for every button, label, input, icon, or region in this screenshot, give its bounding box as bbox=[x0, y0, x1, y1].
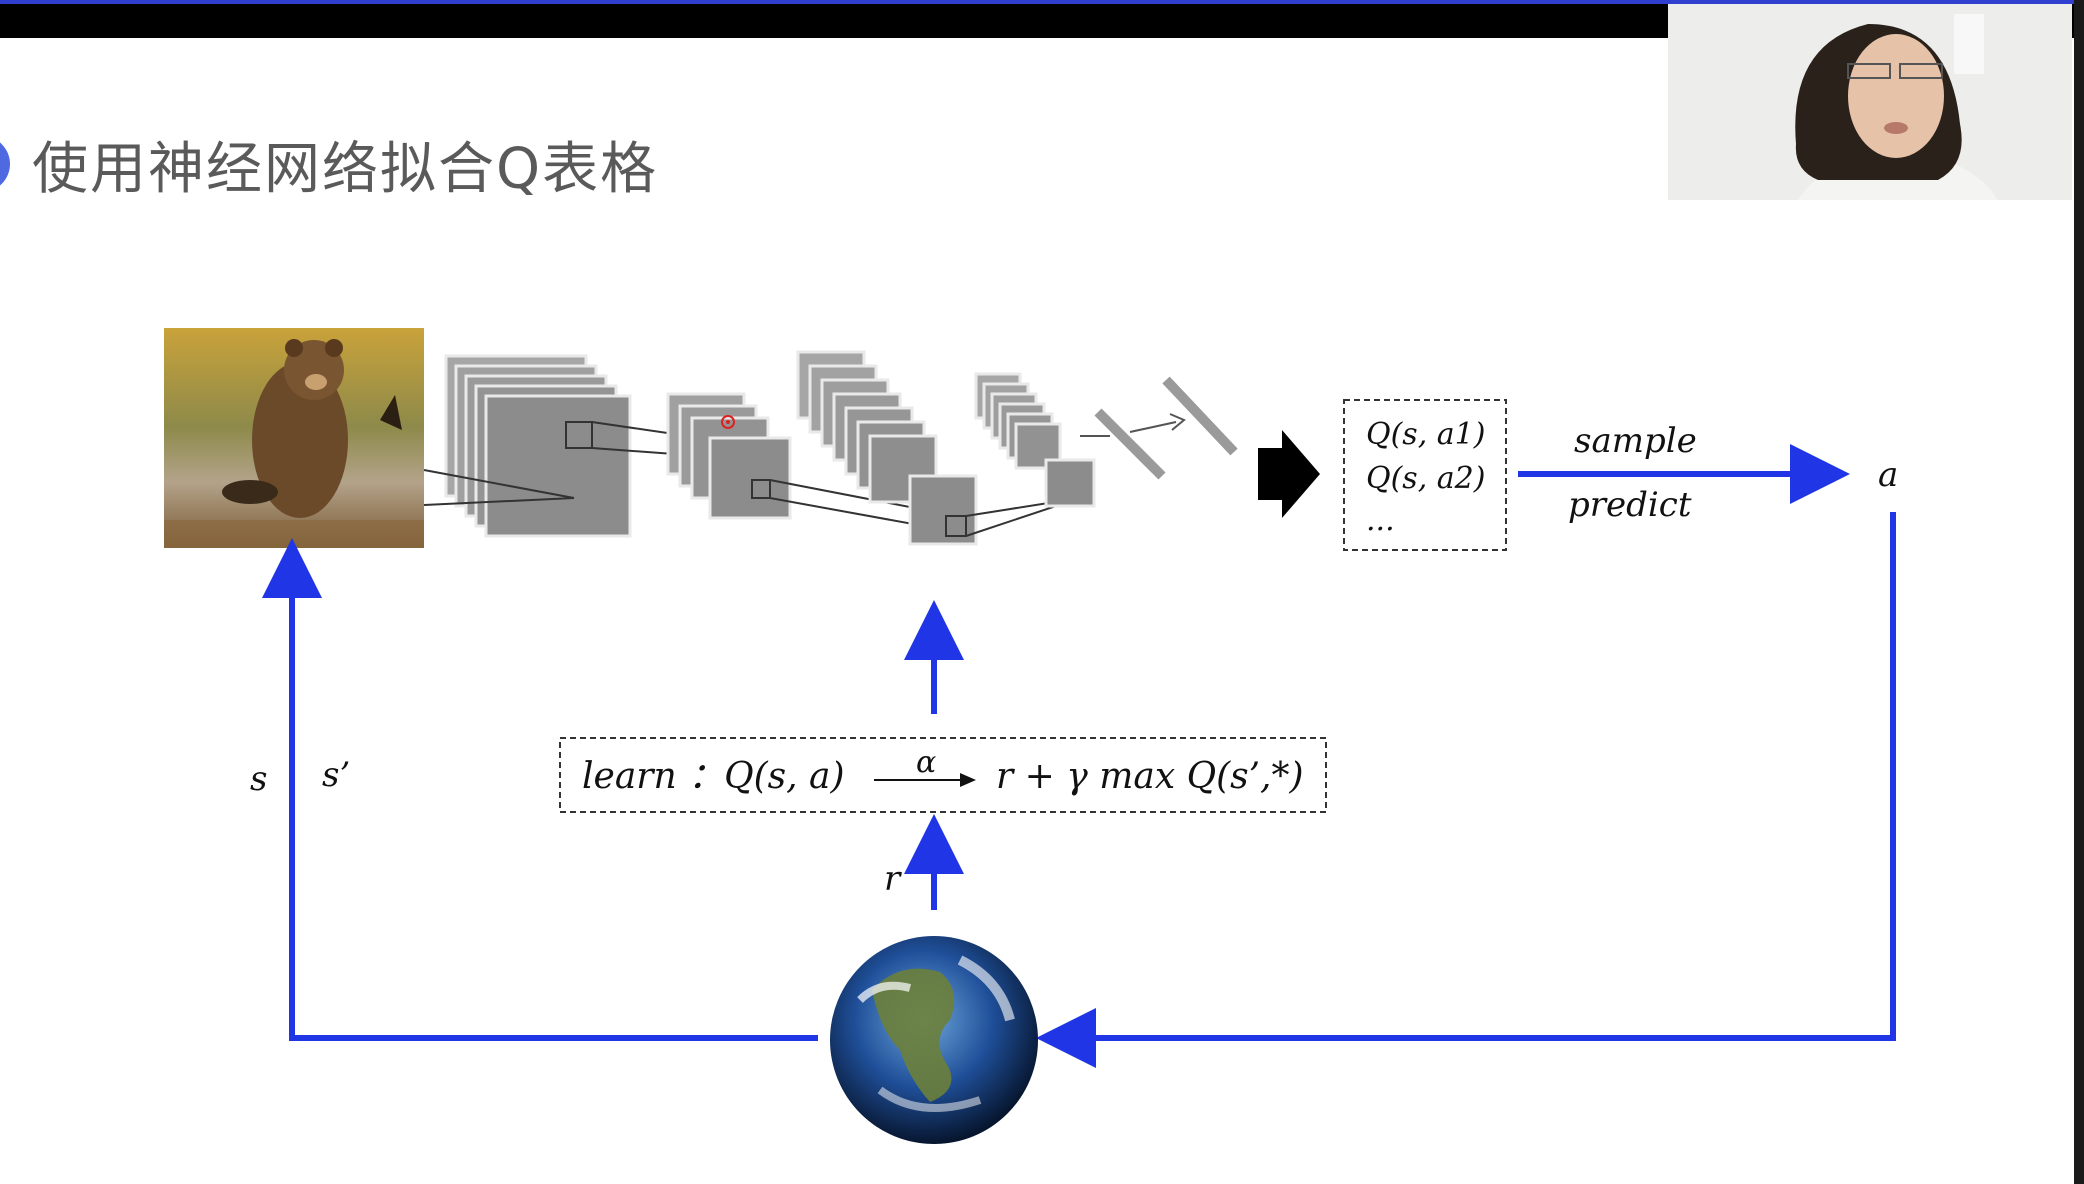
state-feedback-arrow bbox=[262, 538, 818, 1041]
next-state-label: s’ bbox=[322, 755, 350, 795]
action-to-environment-arrow bbox=[1036, 512, 1896, 1068]
conv-layer-1 bbox=[423, 354, 757, 538]
slide-title-marker bbox=[0, 136, 10, 192]
right-edge-bar bbox=[2074, 0, 2084, 1184]
learn-prefix: learn ：Q(s, a) bbox=[582, 756, 845, 797]
slide-title: 使用神经网络拟合Q表格 bbox=[32, 137, 659, 202]
fully-connected-layers bbox=[1080, 376, 1238, 480]
reward-label: r bbox=[884, 859, 902, 899]
earth-globe-icon bbox=[830, 936, 1038, 1144]
state-label: s bbox=[250, 759, 267, 799]
top-bar-accent bbox=[0, 0, 2084, 4]
q-value-line-3: ... bbox=[1366, 503, 1395, 538]
action-label: a bbox=[1878, 455, 1898, 495]
black-right-arrow-icon bbox=[1258, 430, 1320, 518]
sample-label: sample bbox=[1574, 421, 1697, 461]
conv-layer-4 bbox=[974, 372, 1096, 508]
learn-update-box: learn ：Q(s, a) α r + γ max Q(s’,*) bbox=[559, 737, 1327, 813]
q-values-box: Q(s, a1) Q(s, a2) ... bbox=[1343, 399, 1507, 551]
learning-rate-alpha: α bbox=[916, 745, 936, 780]
q-value-line-2: Q(s, a2) bbox=[1366, 461, 1485, 496]
conv-layer-3 bbox=[796, 350, 1081, 546]
learn-target: r + γ max Q(s’,*) bbox=[996, 756, 1304, 797]
q-value-line-1: Q(s, a1) bbox=[1366, 417, 1485, 452]
predict-label: predict bbox=[1568, 485, 1692, 525]
presenter-webcam bbox=[1668, 4, 2072, 200]
bear-photo bbox=[164, 328, 424, 548]
